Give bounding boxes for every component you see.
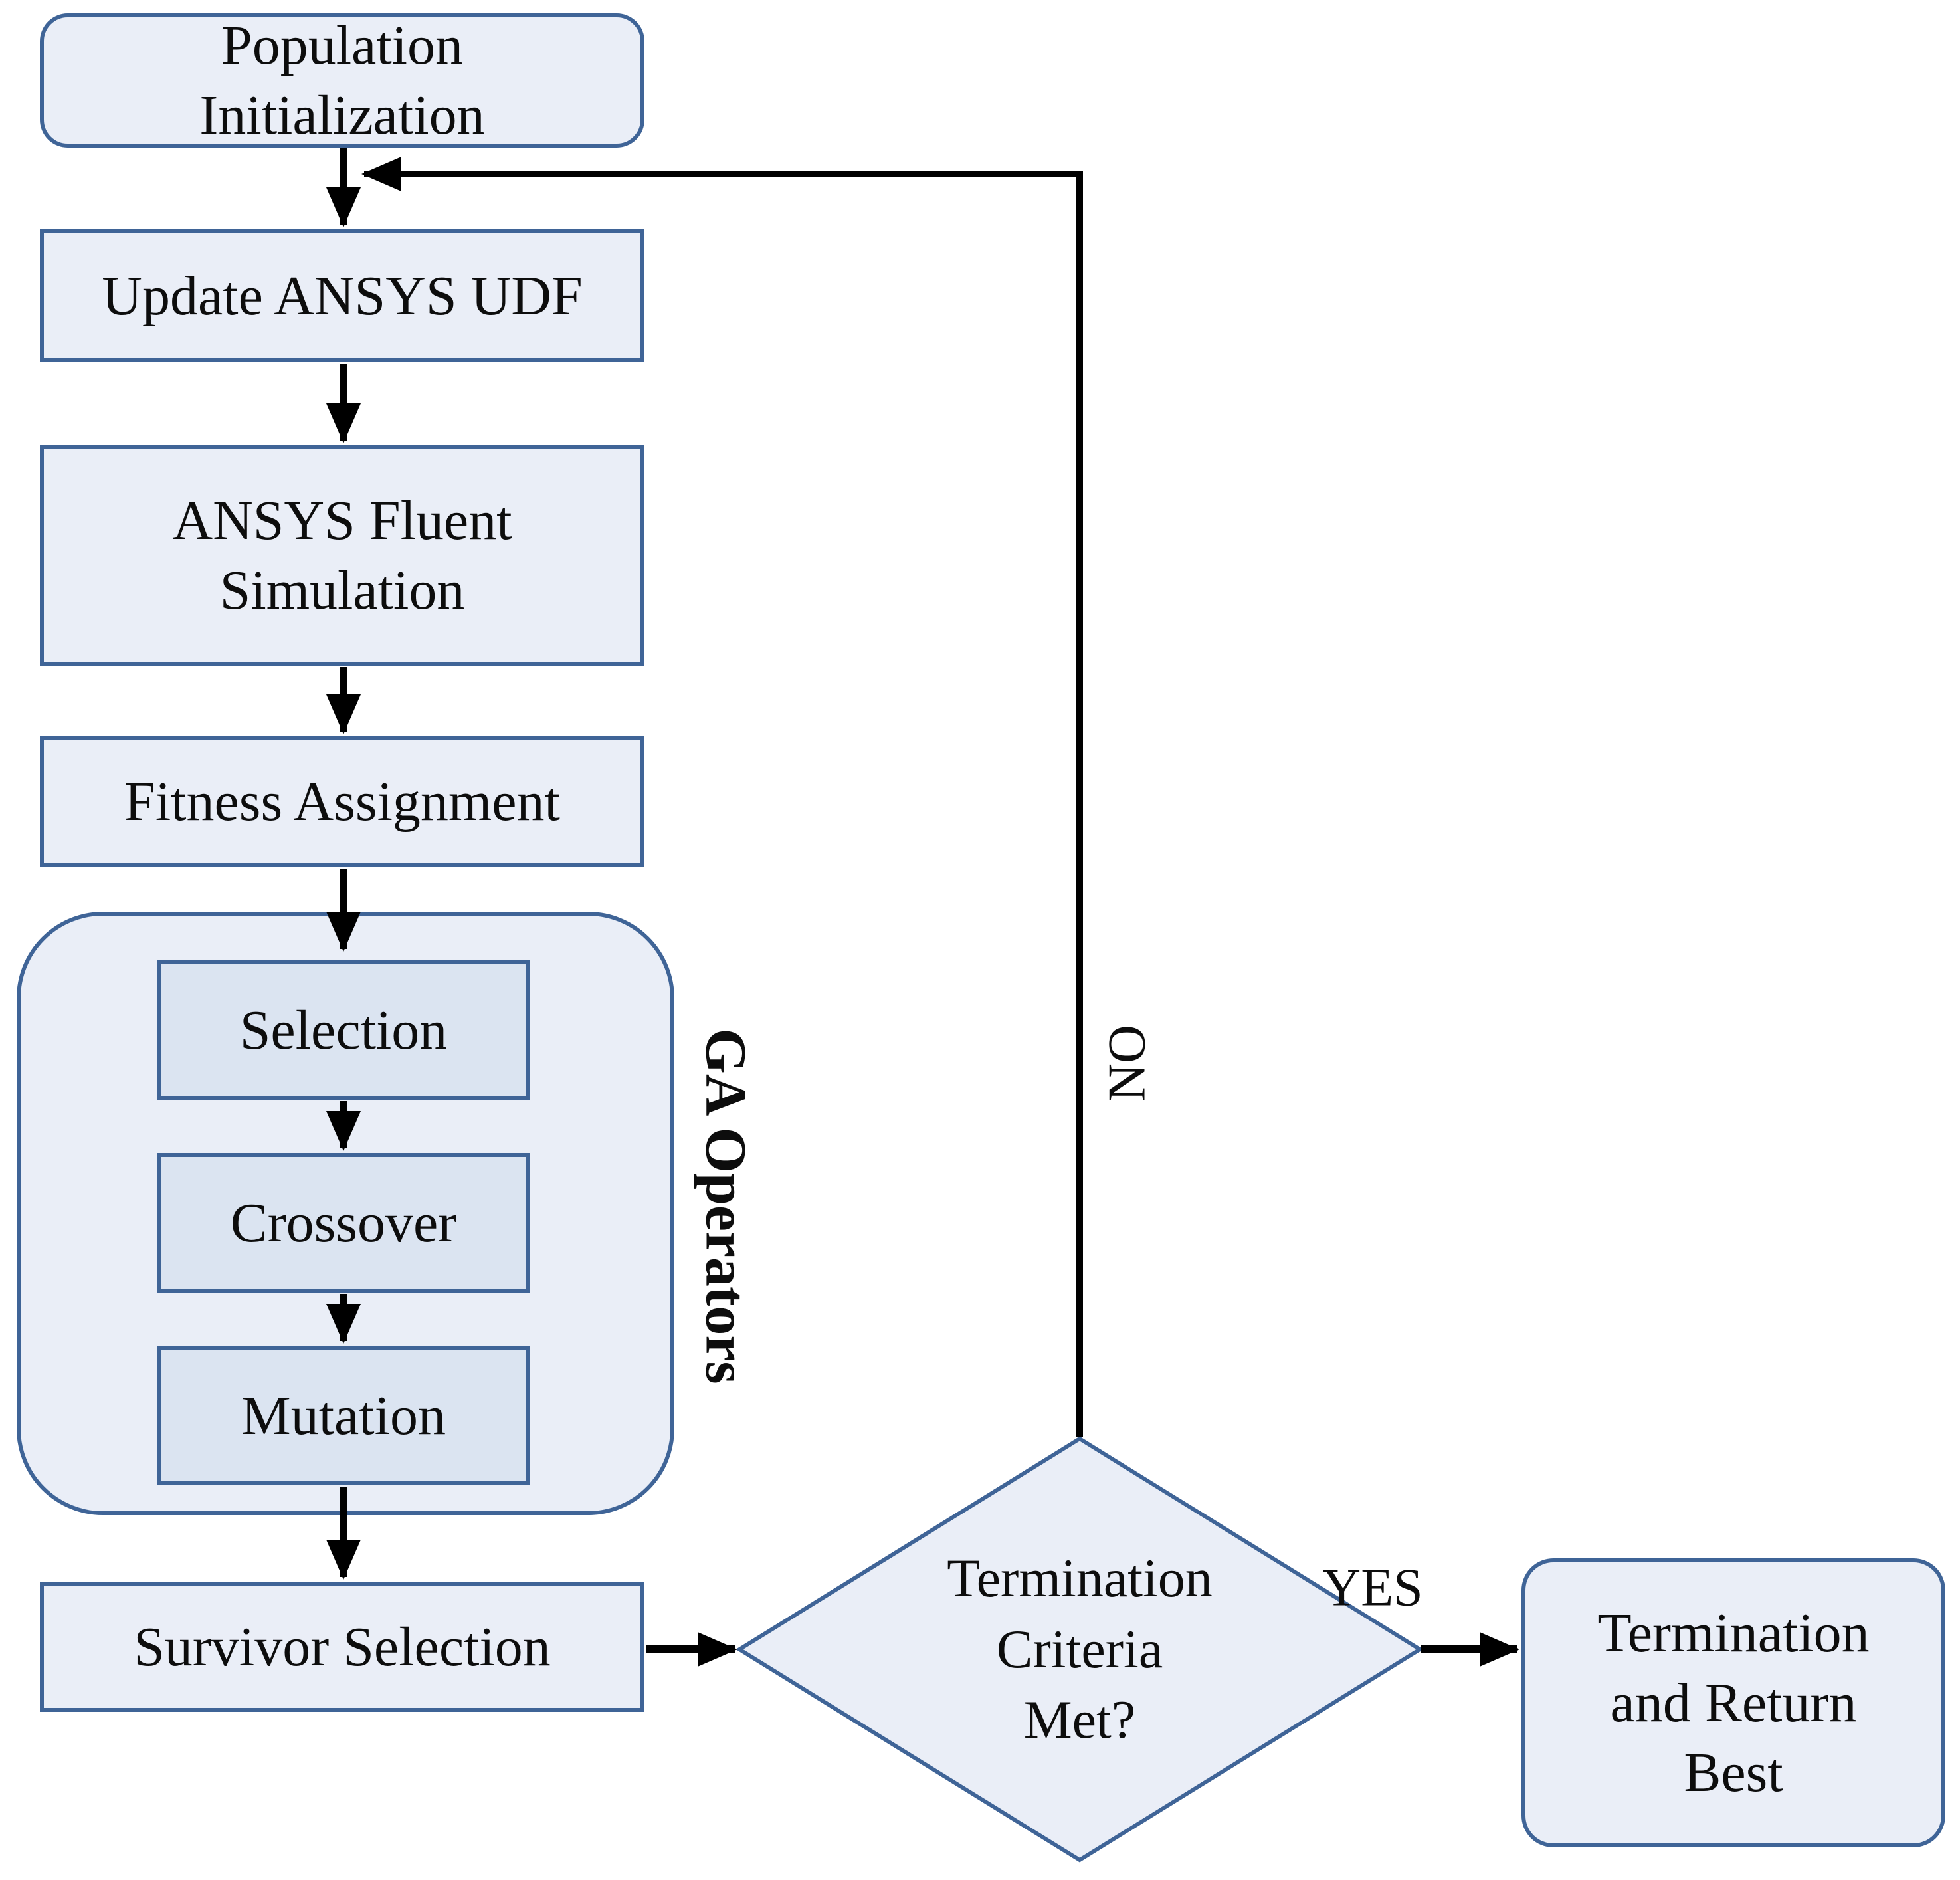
node-fitness-assignment: Fitness Assignment: [40, 736, 644, 867]
no-feedback-connector: [361, 157, 1083, 1437]
ga-operators-caption: GA Operators: [693, 1028, 758, 1384]
node-mutation: Mutation: [157, 1346, 530, 1485]
node-label-line: ANSYS Fluent: [172, 490, 512, 552]
no-branch-label: NO: [1098, 1025, 1157, 1102]
node-label-line: Simulation: [219, 560, 465, 621]
decision-diamond-shape: [735, 1436, 1424, 1863]
yes-branch-label: YES: [1322, 1558, 1423, 1618]
node-population-initialization: Population Initialization: [40, 13, 644, 148]
node-label-line: and Return: [1610, 1672, 1857, 1734]
node-label: Mutation: [241, 1384, 446, 1447]
node-label: Selection: [239, 999, 448, 1061]
node-label: Update ANSYS UDF: [102, 264, 583, 327]
node-label-line: Initialization: [199, 84, 485, 146]
node-ansys-fluent-simulation: ANSYS Fluent Simulation: [40, 445, 644, 666]
node-label-line: Met?: [1023, 1689, 1136, 1750]
node-termination-criteria-met: Termination Criteria Met?: [739, 1439, 1420, 1860]
node-label: Fitness Assignment: [124, 771, 560, 833]
node-label-line: Termination: [947, 1548, 1213, 1609]
node-label: Crossover: [230, 1192, 457, 1254]
node-crossover: Crossover: [157, 1153, 530, 1293]
node-label: Survivor Selection: [134, 1616, 551, 1678]
node-label-line: Best: [1684, 1742, 1783, 1804]
node-selection: Selection: [157, 960, 530, 1100]
node-survivor-selection: Survivor Selection: [40, 1582, 644, 1712]
node-label-line: Criteria: [996, 1618, 1163, 1679]
node-update-ansys-udf: Update ANSYS UDF: [40, 229, 644, 362]
node-termination-and-return-best: Termination and Return Best: [1521, 1558, 1945, 1847]
node-label-line: Population: [221, 15, 463, 76]
node-label-line: Termination: [1597, 1602, 1870, 1664]
